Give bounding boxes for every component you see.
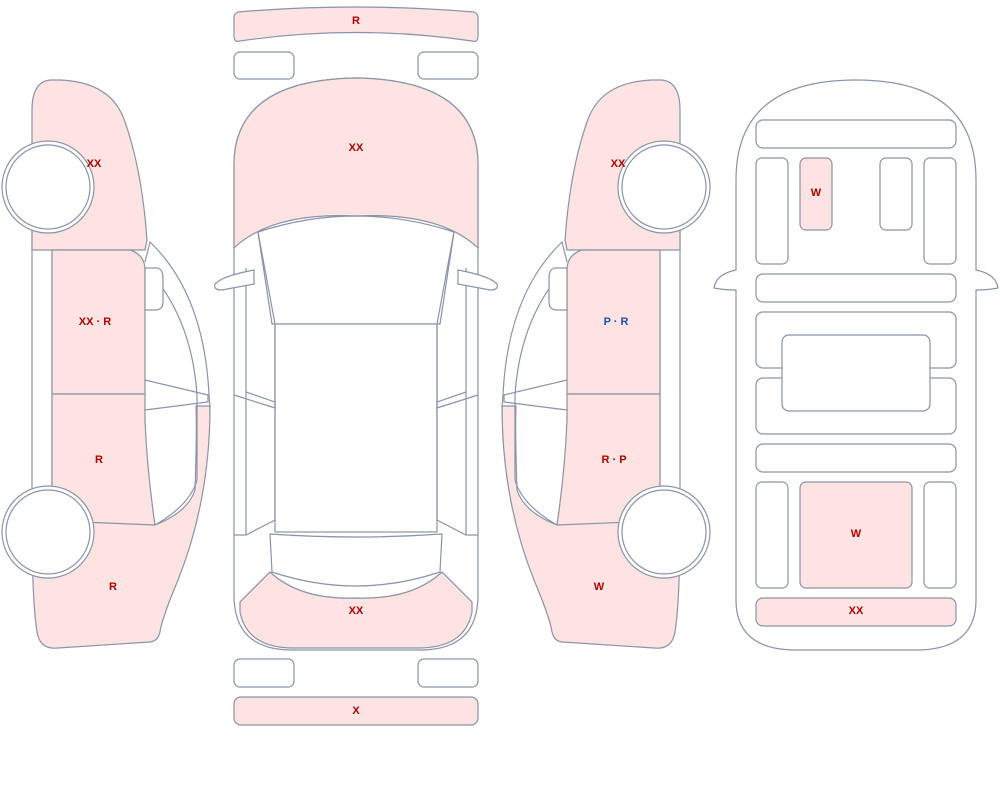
rear-window bbox=[269, 533, 443, 587]
mid-crossmember-1[interactable] bbox=[755, 273, 957, 303]
left-sill bbox=[31, 229, 53, 491]
right-rear-quarter-label: W bbox=[594, 581, 605, 593]
left-front-door-panel[interactable] bbox=[51, 249, 146, 395]
right-window-inner bbox=[514, 271, 563, 526]
left-rear-quarter-label: R bbox=[109, 581, 117, 593]
windshield bbox=[257, 215, 455, 325]
right-front-floor-panel[interactable] bbox=[879, 157, 913, 231]
rear-bumper-panel[interactable] bbox=[239, 571, 473, 649]
right-side-mirror[interactable] bbox=[548, 267, 568, 311]
left-b-pillar-side bbox=[144, 379, 209, 411]
center-tunnel[interactable] bbox=[781, 334, 931, 412]
right-side-view bbox=[501, 79, 711, 649]
front-bumper-panel[interactable] bbox=[233, 6, 479, 43]
left-rear-rail[interactable] bbox=[755, 481, 789, 589]
right-front-door-label: P · R bbox=[604, 316, 629, 328]
roof bbox=[274, 323, 438, 533]
left-mirror[interactable] bbox=[214, 269, 255, 291]
left-headlight[interactable] bbox=[233, 51, 295, 80]
rear-center-floor-label: W bbox=[851, 528, 862, 540]
left-b-pillar bbox=[233, 391, 276, 409]
right-rear-door-label: R · P bbox=[601, 454, 626, 466]
left-front-rail[interactable] bbox=[755, 157, 789, 265]
left-taillight[interactable] bbox=[233, 658, 295, 688]
left-a-pillar bbox=[234, 231, 276, 536]
right-front-rail[interactable] bbox=[923, 157, 957, 265]
rear-crossmember-panel[interactable] bbox=[755, 597, 957, 627]
left-side-mirror[interactable] bbox=[144, 267, 164, 311]
rear-lower-bumper-label: X bbox=[352, 705, 360, 717]
right-mirror[interactable] bbox=[457, 269, 498, 291]
right-front-door-panel[interactable] bbox=[566, 249, 661, 395]
underbody-view: W W XX bbox=[713, 79, 999, 651]
hood-label: XX bbox=[349, 142, 364, 154]
right-b-pillar-side bbox=[503, 379, 568, 411]
hood-panel[interactable] bbox=[233, 77, 479, 250]
right-window-frame bbox=[501, 240, 568, 409]
left-rear-quarter-panel[interactable] bbox=[31, 405, 211, 649]
rear-center-floor-panel[interactable] bbox=[799, 481, 913, 589]
left-window-frame bbox=[144, 240, 211, 409]
right-sill bbox=[659, 229, 681, 491]
left-window-inner bbox=[149, 271, 198, 526]
rear-lower-bumper-panel[interactable] bbox=[233, 696, 479, 726]
left-rear-door-label: R bbox=[95, 454, 103, 466]
right-taillight[interactable] bbox=[417, 658, 479, 688]
front-seat-floor-label: W bbox=[811, 187, 822, 199]
top-view: R XX XX X bbox=[214, 6, 498, 726]
right-headlight[interactable] bbox=[417, 51, 479, 80]
rear-bumper-label: XX bbox=[349, 605, 364, 617]
right-rear-quarter-panel[interactable] bbox=[501, 405, 681, 649]
left-side-view: XX XX · R R R bbox=[1, 79, 211, 649]
left-front-door-label: XX · R bbox=[79, 316, 111, 328]
front-bumper-label: R bbox=[352, 15, 360, 27]
right-front-fender-label: XX bbox=[611, 158, 626, 170]
right-a-pillar bbox=[436, 231, 478, 536]
front-crossmember[interactable] bbox=[755, 119, 957, 149]
rear-crossmember-label: XX bbox=[849, 605, 864, 617]
left-front-fender-label: XX bbox=[87, 158, 102, 170]
right-b-pillar bbox=[436, 391, 479, 409]
right-rear-rail[interactable] bbox=[923, 481, 957, 589]
front-seat-floor-panel[interactable] bbox=[799, 157, 833, 231]
mid-crossmember-2[interactable] bbox=[755, 443, 957, 473]
